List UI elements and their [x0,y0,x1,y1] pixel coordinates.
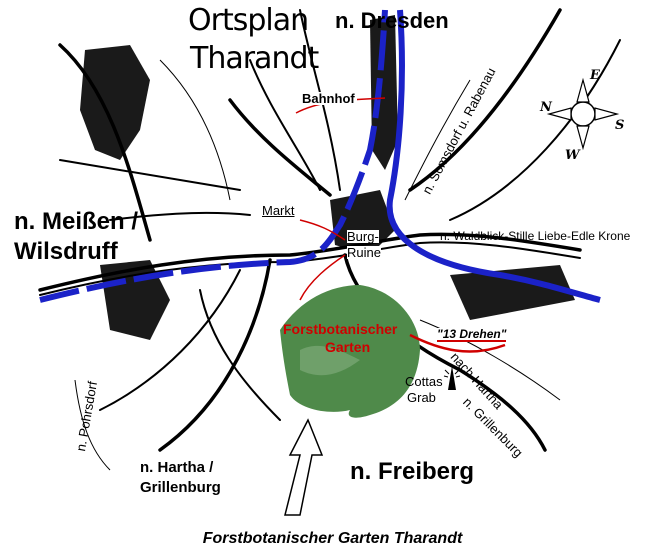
path-east [419,319,561,401]
route-burg [299,254,346,301]
road-north-west [58,43,152,242]
garden-forest [280,285,420,418]
road-southwest [99,269,241,411]
garden-forest-light [300,345,360,376]
label-cotta-grab: Grab [407,390,436,405]
label-garden-2: Garten [325,339,371,355]
label-hartha: n. Hartha / [140,459,214,476]
road-main-valley-2 [39,241,581,296]
route-lines [295,97,506,353]
road-west-branch [59,159,241,191]
label-13-drehen: "13 Drehen" [437,327,507,342]
path-pohrsdorf [74,379,111,471]
road-main-valley [38,232,582,292]
road-rabenau [449,39,621,221]
district-north [370,15,398,170]
arrow-icon [284,418,324,516]
compass-w: W [565,148,580,163]
compass-icon [546,77,620,151]
road-north [228,98,332,197]
map-caption: Forstbotanischer Garten Tharandt [202,530,463,547]
route-13-drehen [409,333,506,353]
river-weisseritz [39,9,388,303]
label-grillenburg: Grillenburg [140,479,221,496]
road-somsdorf [408,8,562,192]
label-freiberg: n. Freiberg [350,458,475,485]
river-east [386,9,601,303]
label-burg-1: Burg- [347,229,379,244]
paths [74,59,561,471]
path-north [159,59,231,201]
label-waldblick: n. Waldblick-Stille Liebe-Edle Krone [440,229,631,243]
monument-icon [443,366,461,390]
route-markt [299,219,346,241]
road-north-2 [249,59,321,191]
label-cotta: Cottas [405,374,443,389]
label-wilsdruff: Wilsdruff [14,238,118,265]
label-bahnhof: Bahnhof [300,91,357,106]
label-meissen: n. Meißen / [14,208,139,235]
label-markt: Markt [262,203,295,218]
compass-e: E [590,68,600,83]
district-east [450,265,575,320]
label-garden: Forstbotanischer [283,321,398,337]
label-dresden: n. Dresden [335,8,449,33]
garden-area [280,285,420,418]
road-garden-west [199,289,281,421]
map-title-line1: Ortsplan [188,3,309,38]
road-west-branch-2 [109,211,251,221]
path-ne [404,79,471,201]
river [39,9,601,303]
label-burg-2: Ruine [347,245,381,260]
road-pohrsdorf [158,258,272,452]
compass-s: S [615,118,625,133]
district-west [80,45,150,160]
roads [38,8,621,452]
compass-n: N [540,100,552,115]
map-title-line2: Tharandt [190,41,319,76]
